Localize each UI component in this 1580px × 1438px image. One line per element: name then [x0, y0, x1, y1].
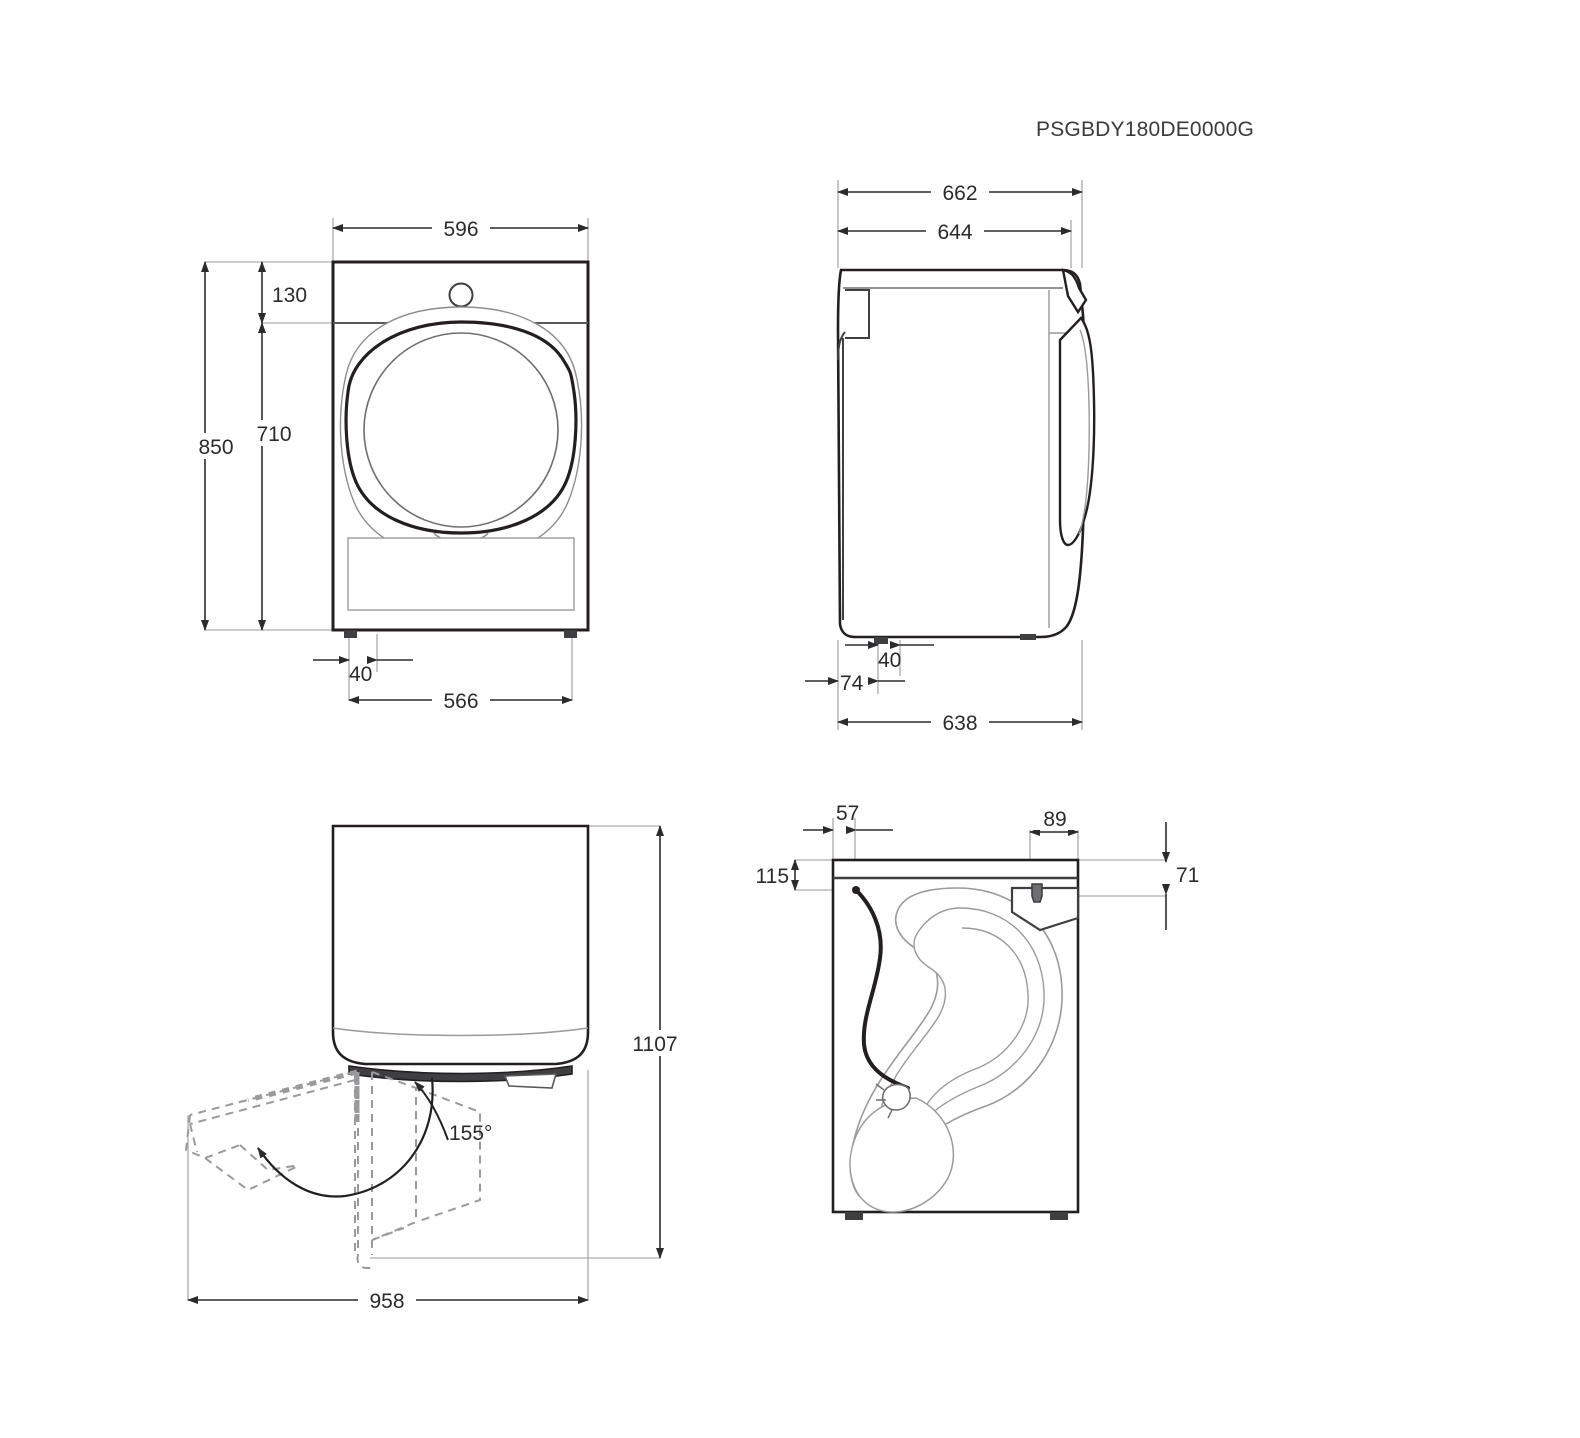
dim-height-850: 850 — [192, 261, 240, 631]
rear-left-foot — [845, 1212, 863, 1220]
power-plug-icon — [881, 1083, 911, 1111]
cord-entry-point — [852, 886, 860, 894]
top-front-band — [332, 1027, 589, 1037]
door-open-position-dashed — [184, 1071, 356, 1192]
side-rear-foot — [874, 637, 888, 644]
dim-label-57: 57 — [836, 802, 859, 825]
side-door-inner-line — [1078, 329, 1090, 535]
front-view: 596 130 710 850 4 — [192, 216, 590, 713]
dim-label-130: 130 — [272, 284, 307, 307]
dim-label-155-deg: 155° — [449, 1122, 492, 1145]
dim-label-638: 638 — [942, 712, 977, 735]
dim-conn-71: 71 — [1162, 822, 1199, 930]
dim-panel-130: 130 — [258, 261, 307, 324]
plug-pins-icon — [875, 1083, 893, 1119]
dim-conn-89: 89 — [1029, 806, 1081, 836]
dim-label-115: 115 — [756, 865, 789, 888]
dim-label-566: 566 — [443, 690, 478, 713]
dim-label-710: 710 — [256, 423, 291, 446]
dim-cord-115: 115 — [756, 859, 799, 891]
dim-label-89: 89 — [1043, 808, 1066, 831]
door-open-leading-edge — [247, 1069, 360, 1122]
power-cord — [854, 888, 910, 1090]
swing-angle-leader — [414, 1081, 449, 1141]
dim-depth-662: 662 — [837, 180, 1083, 205]
dim-label-850: 850 — [198, 436, 233, 459]
top-view-witness-lines — [187, 825, 660, 1300]
dim-width-596: 596 — [332, 216, 589, 241]
dim-foot-40: 40 — [313, 656, 413, 686]
part-number-label: PSGBDY180DE0000G — [1036, 118, 1254, 141]
side-cabinet-outline — [836, 268, 1086, 639]
dim-label-644: 644 — [937, 221, 972, 244]
dim-label-40-side: 40 — [878, 649, 901, 672]
dim-door-710: 710 — [250, 322, 298, 631]
dim-label-662: 662 — [942, 182, 977, 205]
front-right-foot — [564, 630, 577, 638]
dim-label-71: 71 — [1176, 864, 1199, 887]
top-cabinet-outline — [331, 824, 590, 1066]
dim-label-74: 74 — [840, 672, 864, 695]
dim-foot-40-side: 40 — [845, 641, 934, 672]
top-view: 155° 1107 958 — [184, 824, 684, 1313]
side-door-profile — [1058, 316, 1096, 547]
rear-view: 57 89 115 71 — [756, 802, 1199, 1220]
top-door-handle-tab — [503, 1073, 558, 1089]
door-hinge-detail — [1061, 268, 1088, 315]
rear-panel-recess — [845, 289, 870, 339]
dim-label-1107: 1107 — [632, 1033, 677, 1056]
door-swing-arc — [257, 1077, 434, 1198]
side-view: 662 644 40 74 — [805, 180, 1096, 735]
dim-depth-644: 644 — [837, 219, 1072, 244]
rear-right-foot — [1050, 1212, 1068, 1220]
front-left-foot — [344, 630, 357, 638]
dim-feet-566: 566 — [348, 688, 573, 713]
dim-label-596: 596 — [443, 218, 478, 241]
program-knob-icon — [448, 282, 474, 308]
door-glass-ring — [363, 332, 559, 528]
rear-connector-bracket — [1010, 886, 1080, 932]
filter-drawer-panel — [347, 537, 575, 611]
dim-label-958: 958 — [369, 1290, 404, 1313]
rear-drum-innermost-ring — [921, 927, 1029, 1115]
front-view-witness-lines — [205, 218, 589, 700]
side-front-foot — [1020, 634, 1036, 640]
dim-label-40-front: 40 — [349, 663, 372, 686]
dim-depth-638: 638 — [837, 710, 1083, 735]
rear-connector-valve-icon — [1031, 883, 1043, 903]
rear-corner-radius — [837, 331, 846, 361]
dim-rear-74: 74 — [805, 672, 905, 695]
rear-hose-loop — [849, 1097, 955, 1213]
dim-swing-1107: 1107 — [626, 825, 684, 1259]
dim-cord-57: 57 — [803, 802, 893, 834]
dim-swing-958: 958 — [187, 1288, 589, 1313]
door-swing-dashed-silhouettes — [354, 1071, 481, 1269]
